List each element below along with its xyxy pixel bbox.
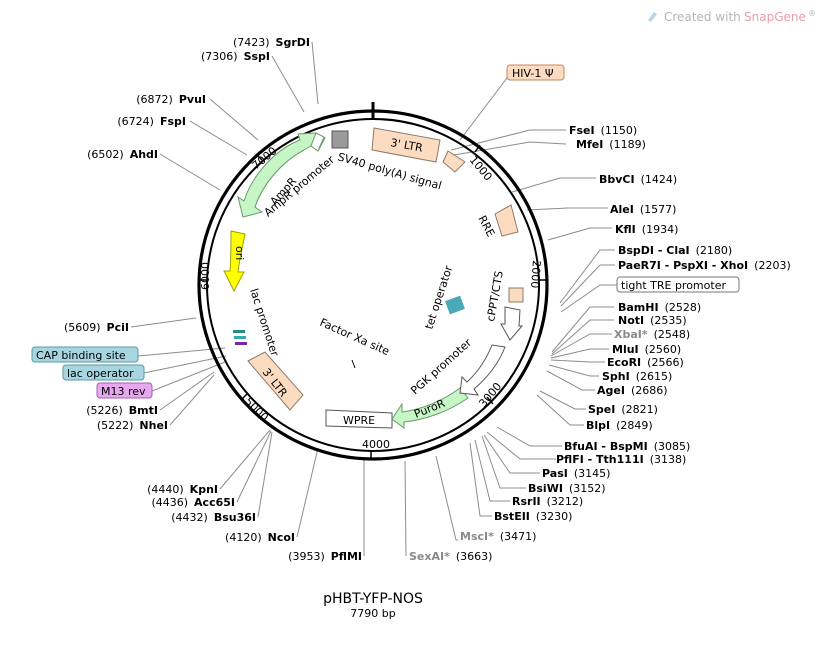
site-rsrii: RsrII(3212) [512,495,583,508]
site-spei: SpeI(2821) [588,403,658,416]
site-fsei: FseI(1150) [569,124,637,137]
tight-tre-box [616,276,740,293]
lac-promoter-label: lac promoter [247,287,281,358]
brand-reg-mark: ® [808,9,816,18]
snapgene-logo-icon [648,12,657,22]
cppt-box [508,287,524,303]
puror-arrow [391,387,469,429]
ori-label: ori [233,246,246,260]
site-agei: AgeI(2686) [597,384,668,397]
site-pvui: (6872)PvuI [136,93,206,106]
site-sgrdi: (7423)SgrDI [233,36,310,49]
site-bbvci: BbvCI(1424) [599,173,677,186]
site-bmti: (5226)BmtI [86,404,158,417]
hiv-label: HIV-1 Ψ [512,67,554,80]
site-kpni: (4440)KpnI [147,483,218,496]
cap-label: CAP binding site [36,349,126,362]
site-bspdi-clai: BspDI - ClaI(2180) [618,244,732,257]
site-pcii: (5609)PciI [64,321,129,334]
tick-5000: 5000 [242,395,271,424]
site-bsteii: BstEII(3230) [494,510,572,523]
pgk-promoter-arrow [459,344,506,396]
site-pasi: PasI(3145) [542,467,610,480]
tick-2000: 2000 [528,260,543,289]
ori-arrow [223,230,246,293]
lac-operator-label: lac operator [67,367,134,380]
cppt-label: cPPT/CTS [484,270,506,323]
site-pflfi-tth111i: PflFI - Tth111I(3138) [556,453,686,466]
site-bsu36i: (4432)Bsu36I [171,511,256,524]
site-kfli: KflI(1934) [615,223,678,236]
ltr3-top-box [371,127,441,163]
hiv-box [506,64,565,81]
m13-box [96,382,153,399]
m13-rev-mark [235,342,247,345]
m13-label: M13 rev [101,385,146,398]
tet-operator-mark [445,295,465,315]
site-ncoi: (4120)NcoI [225,531,295,544]
tight-tre-label: tight TRE promoter [621,279,726,292]
site-paer7i-pspxi-xhoi: PaeR7I - PspXI - XhoI(2203) [618,259,791,272]
plasmid-length: 7790 bp [350,607,395,620]
rre-box [494,204,519,237]
cap-box [31,346,139,363]
lac-operator-mark [234,336,246,339]
site-pflmi: (3953)PflMI [288,550,362,563]
site-blpi: BlpI(2849) [586,419,653,432]
hiv-psi-box [442,150,466,173]
site-noti: NotI(2535) [618,314,687,327]
site-ecori: EcoRI(2566) [607,356,684,369]
site-sphi: SphI(2615) [602,370,672,383]
sv40-polya-box [331,130,349,149]
site-msci: MscI*(3471) [460,530,536,543]
site-bfuai-bspmi: BfuAI - BspMI(3085) [564,440,690,453]
site-mfei: MfeI(1189) [576,138,646,151]
factor-xa-label: Factor Xa site [318,316,392,358]
brand-snapgene: SnapGene [744,10,806,24]
site-fspi: (6724)FspI [117,115,186,128]
brand-created-with: Created with [664,10,741,24]
rre-label: RRE [475,213,497,239]
factor-xa-mark [351,359,356,369]
boxed-labels: HIV-1 Ψ CAP binding site lac operator M1… [31,64,740,399]
site-bamhi: BamHI(2528) [618,301,701,314]
plasmid-backbone [197,102,549,461]
site-alei: AleI(1577) [610,203,676,216]
lac-operator-box [62,364,145,381]
wpre-box [325,409,393,429]
tre-promoter-arrow [500,306,524,341]
ampr-promoter-arrow [310,132,325,152]
left-site-labels: (7423)SgrDI (7306)SspI (6872)PvuI (6724)… [64,36,362,563]
cap-site-mark [233,330,245,333]
ltr3-bottom-box [247,351,304,411]
site-mlui: MluI(2560) [612,343,681,356]
tet-operator-label: tet operator [422,263,455,330]
ltr3-top-label: 3' LTR [389,136,424,155]
site-sexai: SexAI*(3663) [409,550,492,563]
site-nhei: (5222)NheI [97,419,168,432]
site-leader-lines [130,41,618,557]
right-site-labels: FseI(1150) MfeI(1189) BbvCI(1424) AleI(1… [409,124,791,563]
site-sspi: (7306)SspI [201,50,270,63]
site-xbai: XbaI*(2548) [614,328,690,341]
wpre-label: WPRE [343,414,375,427]
snapgene-brand: Created with SnapGene ® [648,9,816,24]
site-ahdi: (6502)AhdI [87,148,158,161]
site-acc65i: (4436)Acc65I [151,496,235,509]
plasmid-name: pHBT-YFP-NOS [323,591,423,607]
tick-6000: 6000 [199,262,212,290]
tick-4000: 4000 [362,438,390,451]
site-bsiwi: BsiWI(3152) [528,482,606,495]
